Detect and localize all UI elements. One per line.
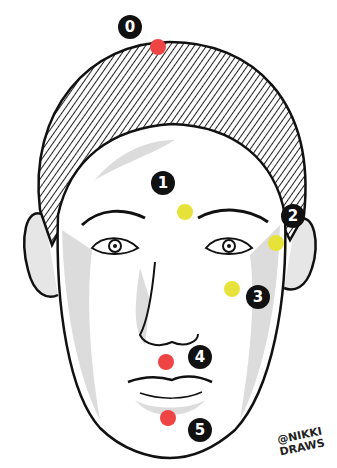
callout-number: 5 bbox=[188, 418, 212, 442]
callout-number: 2 bbox=[281, 204, 305, 228]
callout-number: 3 bbox=[246, 285, 270, 309]
callout-number: 0 bbox=[118, 15, 142, 39]
callout-number: 1 bbox=[151, 171, 175, 195]
callout-number: 4 bbox=[188, 345, 212, 369]
watermark: @NIKKI DRAWS bbox=[270, 424, 332, 460]
